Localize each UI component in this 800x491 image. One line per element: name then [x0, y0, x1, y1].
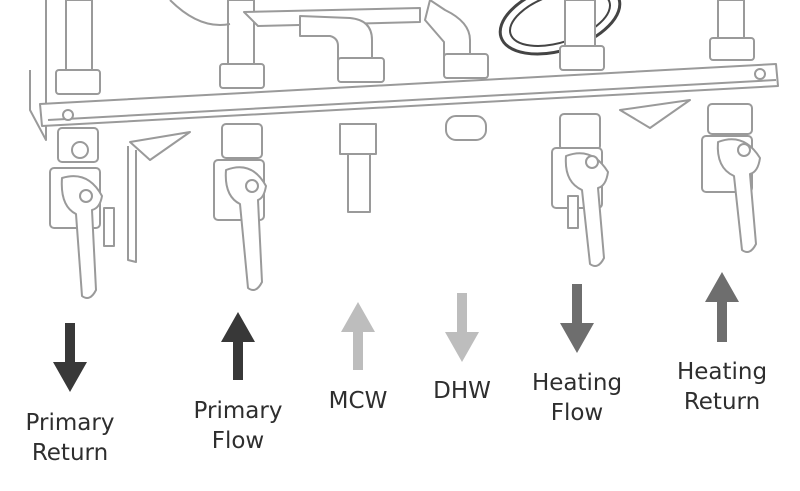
- primary-return-label-line: Primary: [25, 410, 115, 436]
- pipe-6: [717, 0, 745, 41]
- primary-return-label-line: Return: [31, 440, 109, 466]
- nut-6: [709, 37, 755, 61]
- dhw-connector: [445, 115, 487, 141]
- mcw-connector: [339, 123, 377, 155]
- mcw-label: MCW: [329, 386, 388, 416]
- primary-flow-label-line: Primary: [193, 398, 283, 424]
- valve-2-lever: [224, 166, 267, 291]
- heating-flow-label-line: Heating: [531, 370, 623, 396]
- heating-return-label-line: Return: [683, 389, 761, 415]
- mcw-arrow-up: [341, 302, 375, 370]
- heating-flow-label-line: Flow: [550, 400, 604, 426]
- dhw-arrow-down: [445, 293, 479, 362]
- primary-flow-label-line: Flow: [211, 428, 265, 454]
- dhw-label: DHW: [433, 376, 491, 406]
- rail-screw-right: [754, 68, 766, 80]
- heating-return-label-line: Heating: [676, 359, 768, 385]
- valve-5-lever: [564, 152, 609, 267]
- valve-6-lever: [716, 138, 761, 253]
- nut-1: [55, 69, 101, 95]
- pipe-1: [65, 0, 93, 71]
- nut-2: [219, 63, 265, 89]
- nut-4: [443, 53, 489, 79]
- pipe-2: [227, 0, 255, 71]
- dhw-label-line: DHW: [433, 378, 491, 404]
- nut-5: [559, 45, 605, 71]
- mcw-label-line: MCW: [328, 388, 388, 414]
- primary-flow-arrow-up: [221, 312, 255, 380]
- heating-return-arrow-up: [705, 272, 739, 342]
- rail-screw-left: [62, 109, 74, 121]
- valve-1-lever: [60, 175, 103, 299]
- primary-return-arrow-down: [53, 323, 87, 392]
- heating-flow-arrow-down: [560, 284, 594, 353]
- nut-3: [337, 57, 385, 83]
- flow-arrows: [53, 272, 739, 392]
